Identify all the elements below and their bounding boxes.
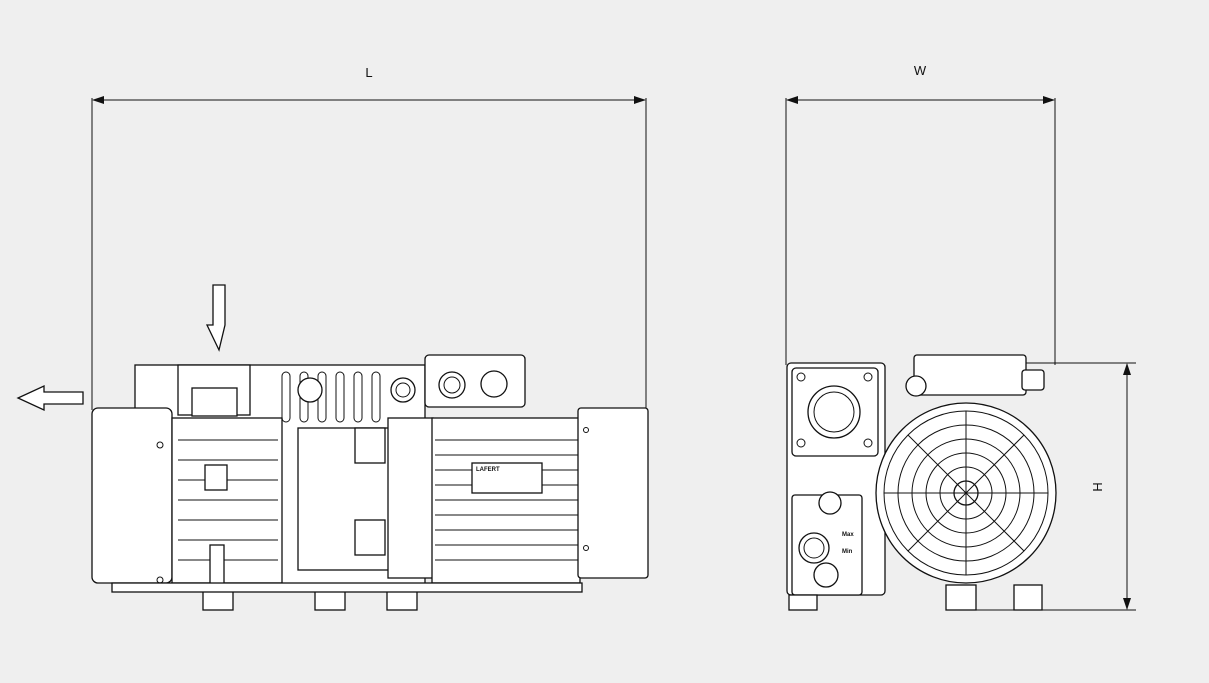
width-label: W: [914, 63, 927, 78]
length-label: L: [365, 65, 372, 80]
oil-max-mark: Max: [842, 532, 854, 538]
oil-min-mark: Min: [842, 549, 853, 555]
motor-brand-plate: LAFERT: [476, 467, 500, 473]
height-dimension: H: [970, 362, 1136, 611]
inlet-arrow-icon: [205, 284, 226, 352]
height-label: H: [1090, 482, 1105, 491]
side-view: LAFERT: [91, 354, 649, 611]
outlet-arrow-icon: [16, 384, 84, 412]
front-view: Max Min: [786, 354, 1057, 611]
width-dimension: W: [785, 63, 1056, 365]
length-dimension: L: [91, 65, 647, 410]
